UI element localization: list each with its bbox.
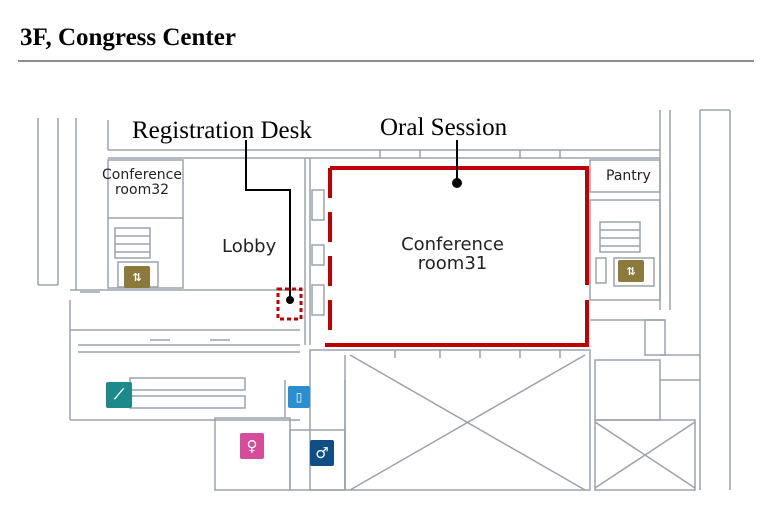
pantry-label: Pantry	[606, 168, 651, 184]
conference-room31-outline	[325, 166, 589, 347]
male-restroom-icon: ♂	[310, 440, 334, 466]
conference-room32-label-line1: Conference	[101, 167, 182, 183]
building-walls	[37, 109, 731, 491]
female-restroom-icon: ♀	[240, 433, 264, 459]
lobby-label: Lobby	[222, 236, 277, 257]
phone-icon: ▯	[288, 386, 310, 408]
conference-room31-label: Conference room31	[385, 234, 520, 274]
conference-room31-label-line1: Conference	[401, 234, 504, 255]
elevator-icon-right: ⇅	[618, 260, 644, 282]
elevator-icon-left: ⇅	[124, 266, 150, 288]
escalator-icon: ⟋	[106, 382, 132, 408]
registration-desk-leader	[245, 140, 291, 300]
registration-desk-callout: Registration Desk	[132, 117, 312, 144]
conference-room32-label-line2: room32	[114, 181, 170, 198]
conference-room32-label: Conference room32	[92, 168, 192, 197]
page-title: 3F, Congress Center	[20, 24, 236, 51]
conference-room31-label-line2: room31	[417, 252, 488, 274]
oral-session-dot	[452, 178, 462, 188]
title-divider	[18, 60, 754, 62]
oral-session-callout: Oral Session	[380, 114, 508, 141]
